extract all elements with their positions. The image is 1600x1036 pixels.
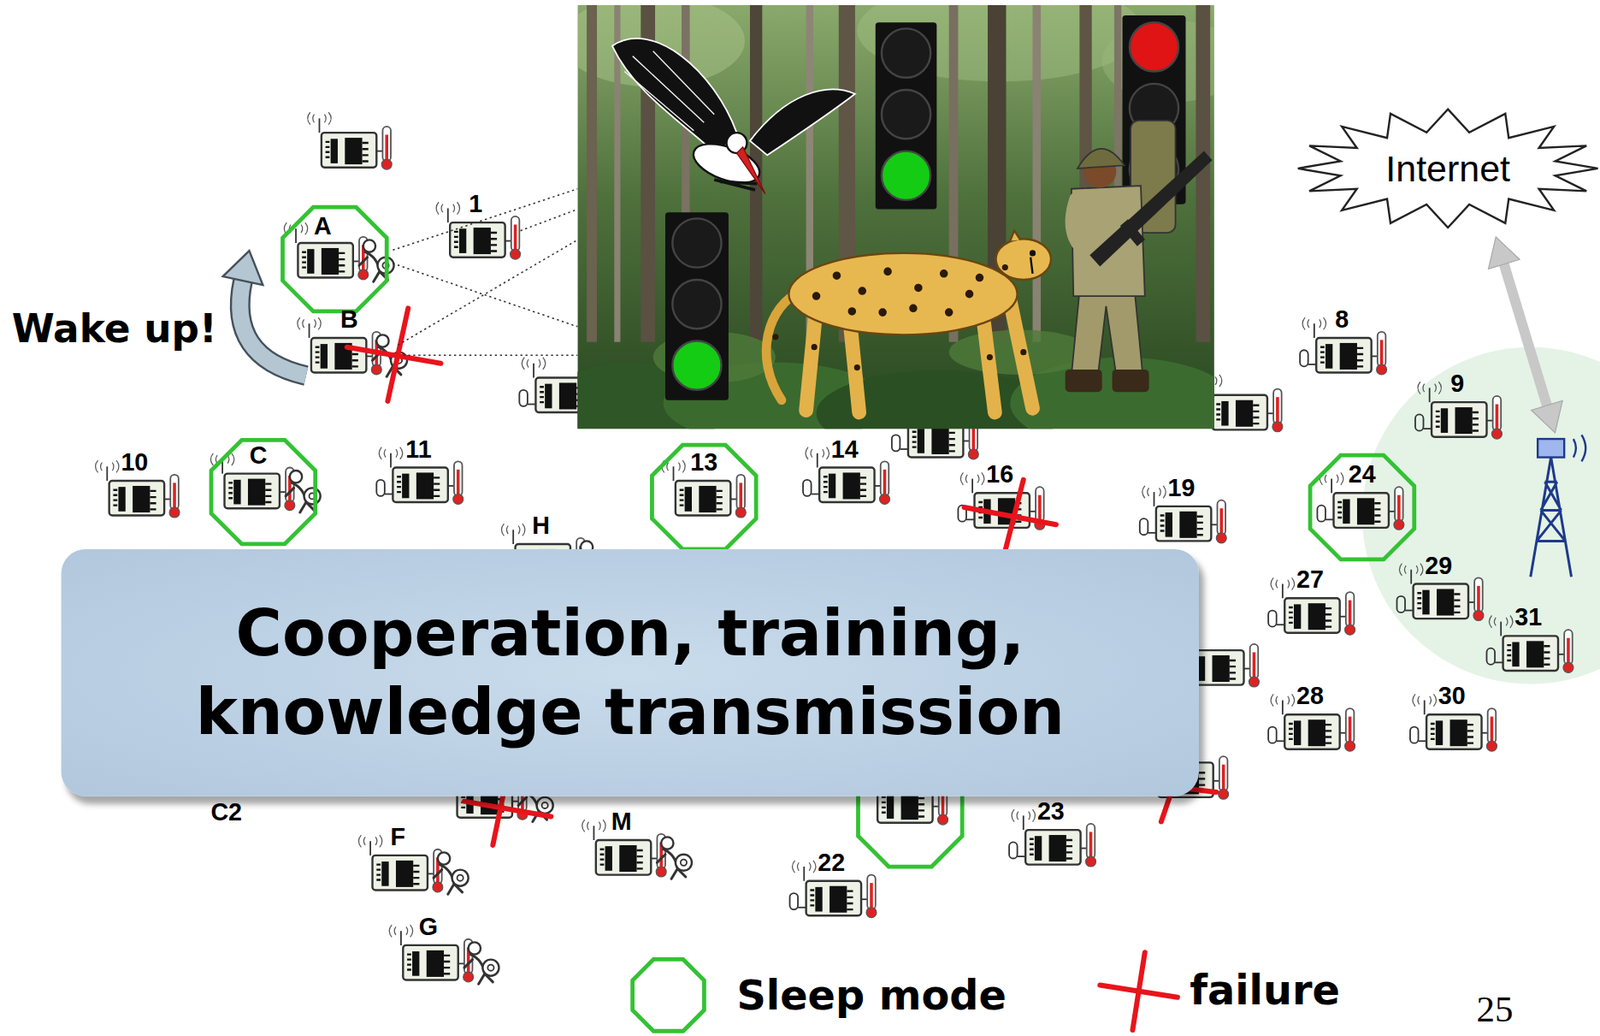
battery-icon xyxy=(519,389,536,407)
sleep-mode-octagon xyxy=(1310,454,1415,560)
battery-icon xyxy=(1268,726,1285,744)
battery-icon xyxy=(1299,349,1317,367)
soldier xyxy=(1065,120,1213,392)
arrow-head xyxy=(1488,236,1521,269)
sensor-icon xyxy=(297,317,382,375)
sleeper-figure xyxy=(433,851,469,894)
sleeper-figure xyxy=(464,941,500,984)
sensor-id: 13 xyxy=(690,448,718,476)
failure-cross xyxy=(1099,984,1178,997)
failure-cross xyxy=(964,479,1057,552)
dotted-link xyxy=(392,188,578,355)
sensor-id: 14 xyxy=(831,435,859,462)
battery-icon xyxy=(1486,648,1503,665)
sensor-id: C xyxy=(249,442,268,469)
tree-trunks xyxy=(586,5,1211,343)
forest-photo xyxy=(577,5,1215,429)
legend-symbol xyxy=(622,949,715,1036)
legend-text: Sleep mode xyxy=(736,972,1006,1018)
battery-icon xyxy=(1316,505,1334,522)
sensor-icon xyxy=(307,112,392,170)
sensor-id: 16 xyxy=(985,460,1014,488)
arrow-head xyxy=(1531,400,1564,432)
sensor-id: C2 xyxy=(210,798,243,826)
traffic-light xyxy=(665,212,729,401)
battery-icon xyxy=(1396,596,1413,613)
stork-bird xyxy=(612,38,856,195)
sensor-id: B xyxy=(340,306,359,333)
sensor-id: A xyxy=(313,212,332,240)
wake-arrow-head xyxy=(223,250,264,285)
battery-icon xyxy=(1139,518,1157,535)
sensor-id: 28 xyxy=(1296,682,1324,709)
sleep-mode-octagon xyxy=(283,206,388,312)
panel-text: Cooperation, training, knowledge transmi… xyxy=(101,593,1158,752)
sensor-id: 24 xyxy=(1348,460,1376,488)
sensor-id: 19 xyxy=(1168,474,1196,502)
message-panel: Cooperation, training, knowledge transmi… xyxy=(61,549,1199,797)
sensor-id: H xyxy=(531,512,550,539)
burst-shape xyxy=(1298,109,1599,228)
legend-text: failure xyxy=(1189,967,1341,1013)
sensor-id: 1 xyxy=(468,190,483,218)
battery-icon xyxy=(802,479,820,496)
page-number: 25 xyxy=(1476,989,1514,1030)
sleeper-figure xyxy=(656,836,692,879)
sensor-id: 11 xyxy=(405,435,431,462)
sensor-id: 22 xyxy=(817,849,845,876)
sensor-id: 30 xyxy=(1438,682,1466,709)
sleep-mode-octagon xyxy=(632,958,705,1031)
radio-tower xyxy=(1530,434,1586,577)
sensor-id: M xyxy=(611,808,632,835)
sleep-mode-octagon xyxy=(651,444,756,550)
sensor-id: G xyxy=(419,913,438,940)
sensor-id: 10 xyxy=(120,448,148,476)
callout-text: Wake up! xyxy=(11,307,218,351)
battery-icon xyxy=(790,892,807,910)
cheetah xyxy=(766,230,1051,413)
traffic-light xyxy=(875,22,938,209)
wake-arrow-outline xyxy=(240,280,307,376)
battery-icon xyxy=(376,479,393,496)
battery-icon xyxy=(1410,726,1427,744)
failure-cross xyxy=(347,307,442,402)
cloud-label: Internet xyxy=(1385,145,1511,192)
legend-symbol xyxy=(1092,944,1184,1036)
sensor-id: 27 xyxy=(1296,566,1324,593)
battery-icon xyxy=(1415,413,1432,431)
wake-arrow xyxy=(240,280,307,376)
battery-icon xyxy=(1009,841,1026,858)
sensor-id: 31 xyxy=(1514,603,1542,631)
sensor-id: 9 xyxy=(1450,370,1465,397)
sensor-id: 29 xyxy=(1424,552,1453,579)
battery-icon xyxy=(1268,610,1285,627)
sensor-id: 23 xyxy=(1037,797,1065,825)
uplink-arrow xyxy=(1504,264,1547,406)
cloud-burst: Internet xyxy=(1295,106,1600,230)
forest-ground xyxy=(577,5,1215,429)
battery-icon xyxy=(891,434,909,451)
sensor-id: F xyxy=(389,823,406,851)
sleep-mode-octagon xyxy=(211,439,316,544)
sensor-id: 8 xyxy=(1334,306,1349,333)
